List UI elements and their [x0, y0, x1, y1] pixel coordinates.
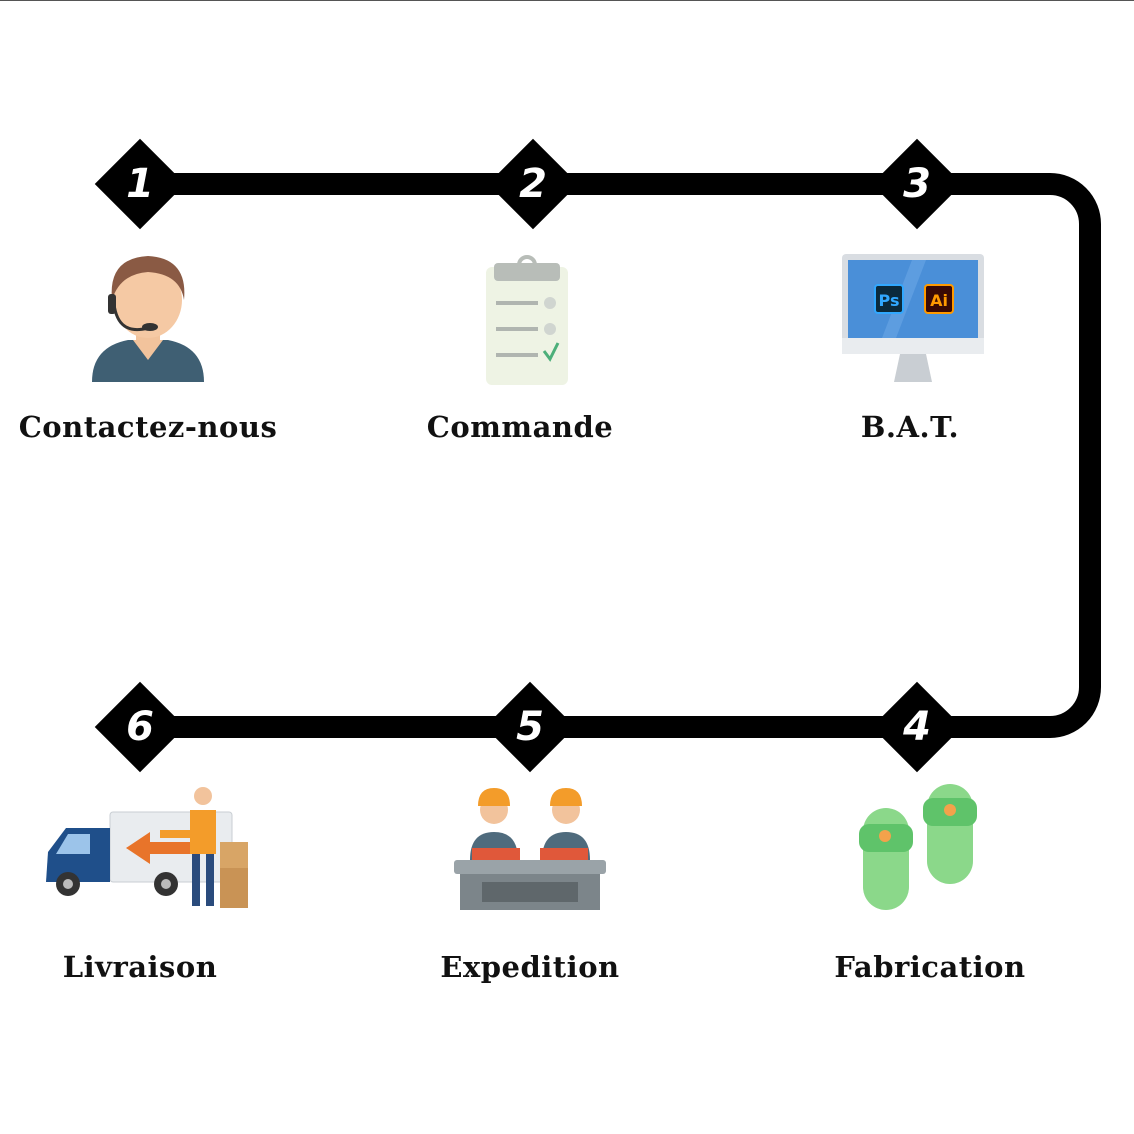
workers-icon — [454, 788, 606, 910]
step-number: 1 — [126, 161, 154, 207]
step-label-commande: Commande — [426, 410, 614, 444]
step-label-livraison: Livraison — [62, 950, 218, 984]
step-number: 2 — [519, 161, 547, 207]
clipboard-icon — [486, 255, 568, 385]
step-number: 6 — [126, 704, 154, 750]
delivery-truck-icon — [46, 787, 248, 908]
step-number: 3 — [903, 161, 931, 207]
step-label-bat: B.A.T. — [860, 410, 960, 444]
step-number: 5 — [516, 704, 544, 750]
slippers-icon — [859, 784, 977, 910]
step-number: 4 — [903, 704, 931, 750]
step-label-expedition: Expedition — [440, 950, 620, 984]
step-label-contactez-nous: Contactez-nous — [18, 410, 278, 444]
top-border — [0, 0, 1134, 1]
photoshop-badge: Ps — [874, 284, 904, 314]
step-label-fabrication: Fabrication — [834, 950, 1026, 984]
illustrator-badge: Ai — [924, 284, 954, 314]
monitor-icon: Ps Ai — [842, 254, 986, 386]
customer-service-icon — [92, 256, 204, 382]
